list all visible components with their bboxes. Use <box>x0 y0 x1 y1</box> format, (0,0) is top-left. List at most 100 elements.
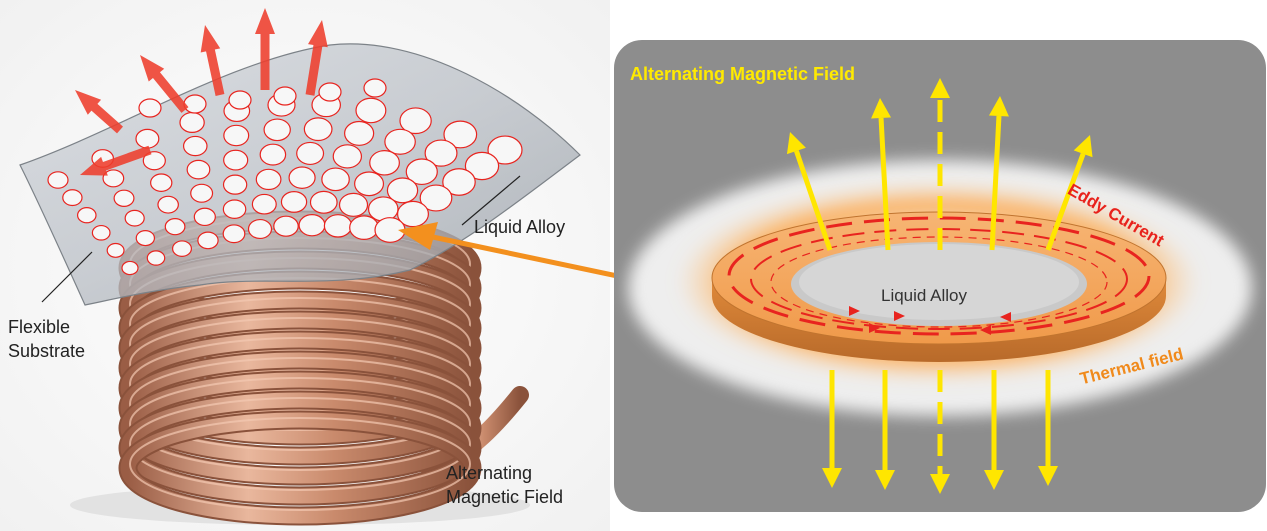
alloy-dot <box>384 128 416 155</box>
liquid-alloy-center-label: Liquid Alloy <box>881 286 968 305</box>
heat-arrow <box>140 55 189 113</box>
field-arrow <box>822 370 842 488</box>
alloy-dot <box>298 214 326 237</box>
alloy-dot <box>442 168 476 196</box>
field-label-line2: Magnetic Field <box>446 487 564 507</box>
liquid-alloy-leader <box>461 175 521 226</box>
alloy-dot <box>222 224 246 244</box>
alloy-dot <box>113 189 135 208</box>
alloy-dot <box>124 209 145 227</box>
eddy-arrowhead <box>849 306 860 316</box>
alloy-dot <box>349 215 379 240</box>
alloy-dot <box>186 159 211 180</box>
heat-arrow <box>200 25 225 96</box>
alloy-dot <box>222 174 248 195</box>
alloy-dot <box>424 139 458 167</box>
eddy-arrowhead <box>1000 312 1011 322</box>
alloy-dot <box>255 168 282 191</box>
alloy-dot <box>183 94 207 114</box>
alloy-dot <box>182 135 208 157</box>
eddy-arrowhead <box>894 311 905 321</box>
alloy-dot <box>172 240 193 257</box>
alloy-dot <box>369 150 400 176</box>
alloy-dot <box>193 207 216 227</box>
alloy-dot <box>179 111 205 133</box>
liquid-alloy-label: Liquid Alloy <box>474 217 566 237</box>
alloy-dot <box>296 141 325 166</box>
field-arrow <box>930 78 950 250</box>
alloy-dot <box>355 97 387 124</box>
coil-turn <box>118 410 482 526</box>
alloy-dot <box>397 200 430 228</box>
field-arrow <box>930 370 950 494</box>
eddy-arrowhead <box>980 325 991 335</box>
heat-arrow <box>305 20 328 96</box>
alloy-dot <box>150 173 173 192</box>
flexible-substrate-label-line1: Flexible <box>8 317 71 337</box>
alloy-dot <box>164 218 186 236</box>
panel-title: Alternating Magnetic Field <box>630 64 856 84</box>
flexible-substrate-label-line2: Substrate <box>8 341 86 361</box>
eddy-current-panel <box>614 40 1266 512</box>
alloy-dot <box>273 215 299 237</box>
eddy-arrowhead <box>869 323 880 333</box>
alloy-dot <box>146 250 166 266</box>
field-arrow <box>1038 370 1058 486</box>
alloy-dot <box>288 166 316 189</box>
alloy-dot <box>135 230 156 247</box>
alloy-dot <box>263 118 291 142</box>
field-label-line1: Alternating <box>446 463 533 483</box>
liquid-alloy-dots <box>47 78 523 276</box>
alloy-dot <box>222 199 247 219</box>
substrate-leader <box>41 251 93 303</box>
alloy-dot <box>190 183 214 203</box>
alloy-dot <box>464 151 500 181</box>
field-arrow <box>786 132 833 251</box>
alloy-dot <box>386 177 419 204</box>
alloy-ring-side <box>712 278 1166 362</box>
alloy-dot <box>487 135 523 165</box>
alloy-dot <box>303 117 333 142</box>
alloy-dot <box>102 169 125 188</box>
alloy-dot <box>197 231 219 250</box>
alloy-dot <box>309 190 338 214</box>
alloy-dot <box>77 207 97 224</box>
alloy-dot <box>354 171 385 197</box>
alloy-dot <box>47 171 69 189</box>
alloy-dot <box>344 120 375 146</box>
alloy-dot <box>106 242 125 258</box>
field-arrow <box>875 370 895 490</box>
alloy-dot <box>419 184 453 212</box>
eddy-current-arrows <box>849 306 1011 335</box>
alloy-dot <box>228 90 252 110</box>
field-arrow <box>871 98 892 251</box>
heat-arrow <box>255 8 275 90</box>
magnetic-field-arrows <box>786 78 1093 494</box>
heat-arrow <box>80 145 152 176</box>
field-arrow <box>984 370 1004 490</box>
alloy-dot <box>273 86 297 106</box>
alloy-dot <box>399 107 432 135</box>
alloy-dot <box>443 120 478 149</box>
alloy-dot <box>332 144 363 169</box>
alloy-dot <box>135 128 160 149</box>
alloy-dot <box>138 98 162 118</box>
alloy-dot <box>121 260 139 276</box>
alloy-dot <box>247 218 273 240</box>
alloy-dot <box>251 193 277 215</box>
field-arrow <box>1045 135 1093 251</box>
alloy-dot <box>363 78 387 98</box>
alloy-dot <box>157 195 179 214</box>
alloy-dot <box>280 190 308 213</box>
alloy-dot <box>321 167 350 192</box>
alloy-dot <box>338 192 369 217</box>
field-arrow <box>988 96 1009 251</box>
alloy-dot <box>223 149 249 171</box>
alloy-dot <box>91 224 111 241</box>
heat-arrows <box>75 8 328 176</box>
alloy-dot <box>62 189 83 207</box>
alloy-dot <box>323 214 353 238</box>
alloy-dot <box>405 158 438 186</box>
alloy-dot <box>259 143 287 166</box>
